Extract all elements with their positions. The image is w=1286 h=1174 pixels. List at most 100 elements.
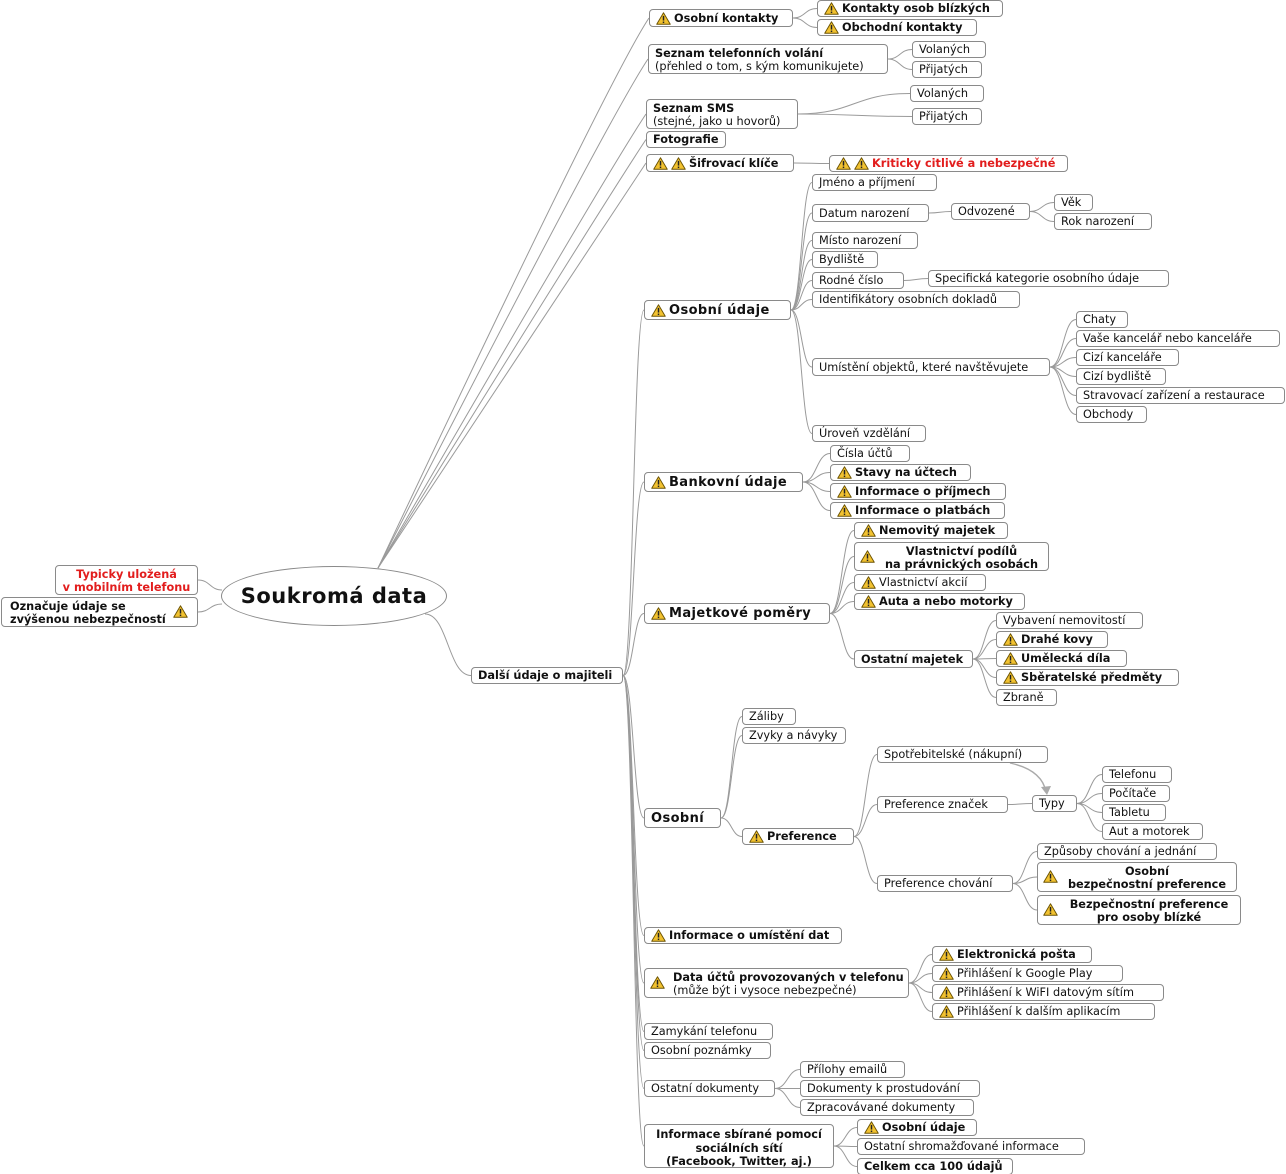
node-poznamky[interactable]: Osobní poznámky [644, 1042, 771, 1059]
node-nemovity[interactable]: Nemovitý majetek [854, 522, 1008, 539]
connector [790, 309, 813, 368]
node-drahe-kovy[interactable]: Drahé kovy [996, 631, 1108, 648]
warning-icon [1003, 671, 1018, 684]
node-vase-kancelar[interactable]: Vaše kancelář nebo kanceláře [1076, 330, 1280, 347]
connector [377, 139, 647, 569]
node-zpusoby-chovani[interactable]: Způsoby chování a jednání [1037, 843, 1217, 860]
node-obchodni-kontakty[interactable]: Obchodní kontakty [817, 19, 977, 36]
node-email[interactable]: Elektronická pošta [932, 946, 1092, 963]
node-data-uctu[interactable]: Data účtů provozovaných v telefonu(může … [644, 968, 909, 998]
connector [1049, 338, 1077, 368]
node-typy[interactable]: Typy [1032, 795, 1077, 812]
node-kontakty-blizkych[interactable]: Kontakty osob blízkých [817, 0, 1003, 17]
node-soc-osobni-udaje[interactable]: Osobní údaje [857, 1119, 977, 1136]
node-cisla-uctu[interactable]: Čísla účtů [830, 445, 910, 462]
node-info-umisteni-dat[interactable]: Informace o umístění dat [644, 927, 842, 944]
node-zamykani[interactable]: Zamykání telefonu [644, 1023, 773, 1040]
node-vybaveni[interactable]: Vybavení nemovitostí [996, 612, 1143, 629]
node-spotrebitelske[interactable]: Spotřebitelské (nákupní) [877, 746, 1048, 763]
node-dalsi-udaje[interactable]: Další údaje o majiteli [471, 667, 623, 684]
connector [790, 309, 813, 434]
node-sberatelske[interactable]: Sběratelské předměty [996, 669, 1179, 686]
node-umelecka-dila[interactable]: Umělecká díla [996, 650, 1127, 667]
node-aut-motorek[interactable]: Aut a motorek [1102, 823, 1203, 840]
node-osobni-kontakty[interactable]: Osobní kontakty [649, 9, 793, 27]
node-google-play[interactable]: Přihlášení k Google Play [932, 965, 1123, 982]
node-label: Místo narození [819, 234, 902, 247]
node-dalsi-aplikace[interactable]: Přihlášení k dalším aplikacím [932, 1003, 1155, 1020]
node-zbrane[interactable]: Zbraně [996, 689, 1057, 706]
node-vlastnictvi-akcii[interactable]: Vlastnictví akcií [854, 574, 986, 591]
node-stravovaci[interactable]: Stravovací zařízení a restaurace [1076, 387, 1285, 404]
node-rok-narozeni[interactable]: Rok narození [1054, 213, 1152, 230]
node-jmeno[interactable]: Jméno a příjmení [812, 174, 937, 191]
node-bankovni-udaje[interactable]: Bankovní údaje [644, 472, 803, 492]
node-volanych-2[interactable]: Volaných [910, 85, 984, 102]
node-odvozene[interactable]: Odvozené [951, 203, 1030, 220]
node-prijatych-2[interactable]: Přijatých [912, 108, 982, 125]
node-label-line: Informace sbírané pomocí [656, 1128, 822, 1141]
node-telefonu[interactable]: Telefonu [1102, 766, 1172, 783]
node-zvyky[interactable]: Zvyky a návyky [742, 727, 846, 744]
node-label: Tabletu [1109, 806, 1150, 819]
node-kriticky[interactable]: Kriticky citlivé a nebezpečné [829, 155, 1068, 172]
connector [622, 675, 645, 984]
node-obchody[interactable]: Obchody [1076, 406, 1147, 423]
node-seznam-volani[interactable]: Seznam telefonních volání(přehled o tom,… [648, 44, 888, 74]
node-k-prostudovani[interactable]: Dokumenty k prostudování [800, 1080, 980, 1097]
node-cizi-bydliste[interactable]: Cizí bydliště [1076, 368, 1166, 385]
node-misto-narozeni[interactable]: Místo narození [812, 232, 918, 249]
node-tabletu[interactable]: Tabletu [1102, 804, 1166, 821]
node-ostatni-dokumenty[interactable]: Ostatní dokumenty [644, 1080, 775, 1097]
node-uroven-vzdelani[interactable]: Úroveň vzdělání [812, 425, 926, 442]
node-seznam-sms[interactable]: Seznam SMS(stejné, jako u hovorů) [646, 99, 798, 129]
node-rodne-cislo[interactable]: Rodné číslo [812, 272, 904, 289]
node-shromazdovane[interactable]: Ostatní shromažďované informace [857, 1138, 1085, 1155]
node-info-platbach[interactable]: Informace o platbách [830, 502, 1005, 519]
connector [793, 162, 830, 164]
node-preference-chovani[interactable]: Preference chování [877, 875, 1013, 892]
node-vek[interactable]: Věk [1054, 194, 1093, 211]
node-auta[interactable]: Auta a nebo motorky [854, 593, 1025, 610]
node-datum-narozeni[interactable]: Datum narození [812, 204, 929, 222]
node-stavy-na-uctech[interactable]: Stavy na účtech [830, 464, 971, 481]
node-majetkove-pomery[interactable]: Majetkové poměry [644, 603, 830, 624]
node-osobni[interactable]: Osobní [644, 808, 721, 828]
node-label: Další údaje o majiteli [478, 669, 613, 682]
node-osobni-udaje[interactable]: Osobní údaje [644, 300, 791, 320]
node-prilohy[interactable]: Přílohy emailů [800, 1061, 905, 1078]
connector [829, 582, 855, 614]
node-label: Datum narození [819, 206, 910, 220]
root-node[interactable]: Soukromá data [221, 566, 447, 626]
node-label-line: Bezpečnostní preference [1069, 898, 1229, 911]
node-celkem[interactable]: Celkem cca 100 údajů [857, 1158, 1013, 1174]
node-chaty[interactable]: Chaty [1076, 311, 1128, 328]
node-specificka[interactable]: Specifická kategorie osobního údaje [928, 270, 1169, 287]
node-zaliby[interactable]: Záliby [742, 708, 796, 725]
node-cizi-kancelare[interactable]: Cizí kanceláře [1076, 349, 1179, 366]
node-volanych-1[interactable]: Volaných [912, 41, 986, 58]
node-wifi[interactable]: Přihlášení k WiFI datovým sítím [932, 984, 1164, 1001]
node-label: Ostatní shromažďované informace [864, 1140, 1059, 1153]
node-umisteni-objektu[interactable]: Umístění objektů, které navštěvujete [812, 358, 1050, 376]
node-fotografie[interactable]: Fotografie [646, 131, 726, 148]
connector [1049, 319, 1077, 368]
node-ostatni-majetek[interactable]: Ostatní majetek [854, 650, 973, 668]
node-preference-znacek[interactable]: Preference značek [877, 796, 1008, 813]
node-preference[interactable]: Preference [742, 828, 854, 845]
node-zpracovavane[interactable]: Zpracovávané dokumenty [800, 1099, 974, 1116]
node-bydliste[interactable]: Bydliště [812, 251, 878, 268]
node-identifikatory[interactable]: Identifikátory osobních dokladů [812, 291, 1020, 308]
node-prijatych-1[interactable]: Přijatých [912, 61, 982, 78]
connector [1007, 803, 1033, 805]
node-info-prijmech[interactable]: Informace o příjmech [830, 483, 1006, 500]
warning-icon [837, 466, 852, 479]
connector [797, 93, 911, 115]
node-pocitace[interactable]: Počítače [1102, 785, 1170, 802]
node-sifrovaci-klice[interactable]: Šifrovací klíče [646, 154, 794, 172]
